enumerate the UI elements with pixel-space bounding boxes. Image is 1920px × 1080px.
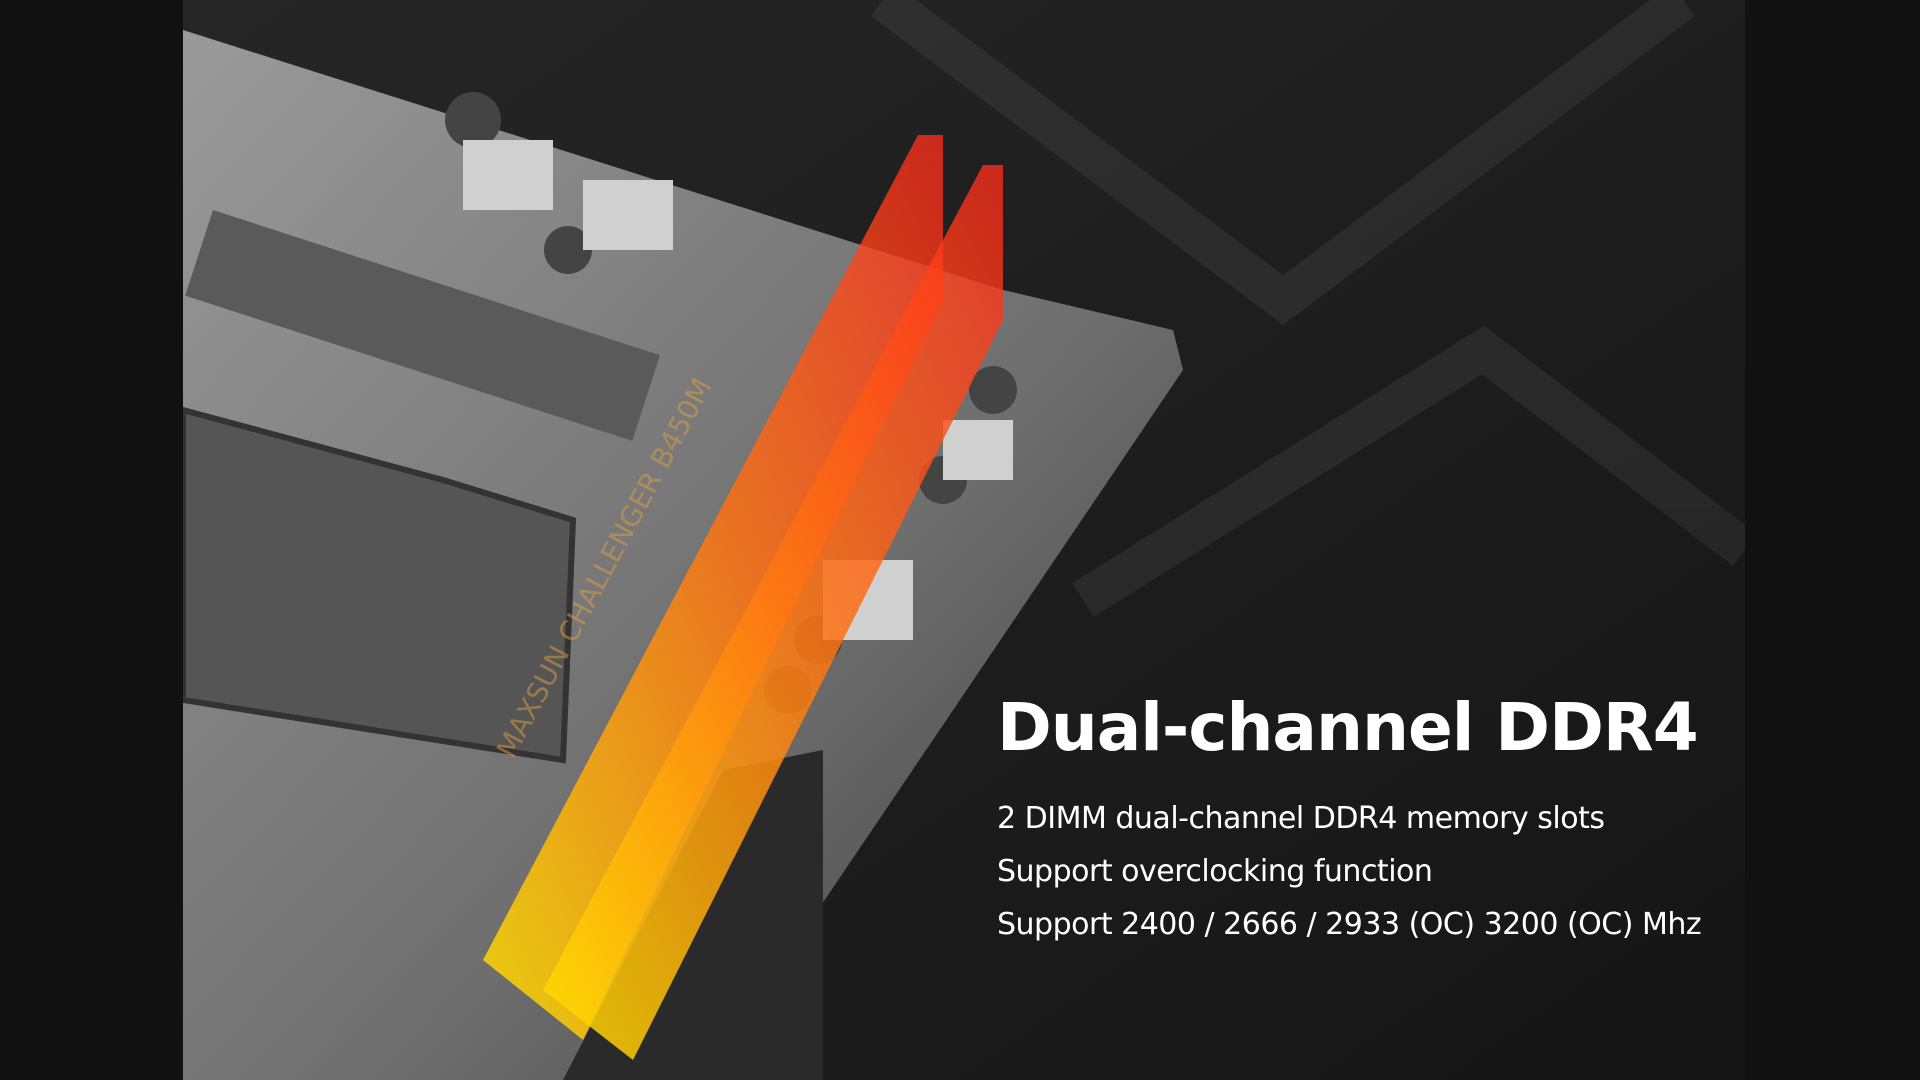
heatsink: [185, 210, 660, 441]
left-border: [0, 0, 183, 1080]
right-border: [1745, 0, 1920, 1080]
product-banner: MAXSUN CHALLENGER B450M: [183, 0, 1745, 1080]
feature-title: Dual-channel DDR4: [997, 689, 1699, 766]
ram-module-1: [483, 135, 943, 1040]
feature-bullet: Support 2400 / 2666 / 2933 (OC) 3200 (OC…: [997, 907, 1702, 942]
feature-copy: Dual-channel DDR4 2 DIMM dual-channel DD…: [997, 688, 1702, 951]
feature-bullet: Support overclocking function: [997, 854, 1433, 889]
feature-bullet: 2 DIMM dual-channel DDR4 memory slots: [997, 801, 1605, 836]
background-pattern: [871, 0, 1745, 617]
motherboard-illustration: MAXSUN CHALLENGER B450M: [183, 0, 1745, 1080]
ram-module-2: [543, 165, 1003, 1060]
cpu-socket: [183, 406, 577, 764]
